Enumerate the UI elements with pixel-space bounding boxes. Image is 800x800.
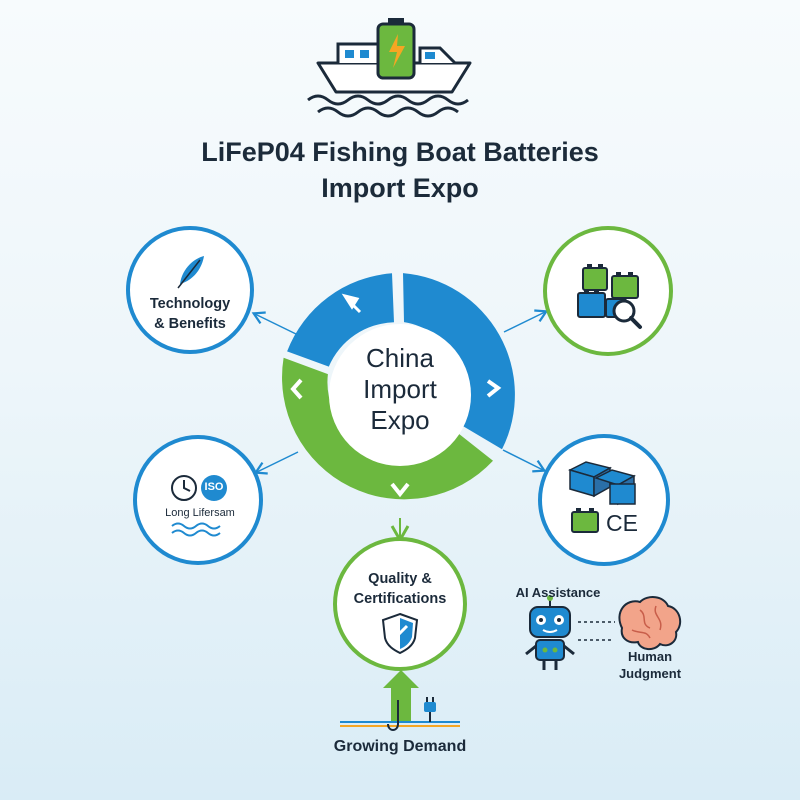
quality-label-line: Certifications (353, 591, 447, 607)
ring-arrow-icon (486, 379, 502, 398)
connector-ce (502, 449, 547, 473)
brain-icon (618, 596, 682, 650)
quality-label: Quality & Certifications (340, 569, 460, 609)
center-label-line: Expo (370, 405, 430, 435)
iso-badge-icon (201, 475, 227, 501)
human-judgment-line: Human (627, 649, 673, 664)
connector-lifespan (253, 451, 299, 475)
ai-assistance-label: AI Assistance (515, 585, 601, 600)
battery-inspection-icon (577, 264, 642, 329)
node-ce (538, 434, 670, 566)
lifespan-caption: Long Lifersam (165, 507, 235, 519)
expo-ring (282, 273, 515, 500)
ring-segment-technology (287, 273, 394, 367)
human-judgment-label: Human Judgment (600, 648, 700, 682)
ring-arrow-icon (290, 378, 303, 400)
connector-suppliers (503, 309, 549, 333)
human-judgment-line: Judgment (618, 666, 682, 681)
boat-battery-icon (307, 18, 472, 118)
plug-icon (424, 697, 436, 722)
title-line: Import Expo (321, 173, 479, 203)
ring-arrow-icon (390, 482, 410, 498)
center-label-line: China (366, 343, 434, 373)
growing-demand-icon (340, 670, 460, 731)
node-suppliers (543, 226, 673, 356)
center-label-line: Import (363, 374, 437, 404)
technology-label-line: & Benefits (154, 316, 226, 332)
growing-demand-label: Growing Demand (333, 738, 467, 755)
node-quality (333, 537, 467, 671)
connector-technology (251, 311, 297, 335)
technology-label: Technology & Benefits (128, 294, 252, 334)
node-lifespan (133, 435, 263, 565)
page-title: LiFeP04 Fishing Boat Batteries Import Ex… (100, 134, 700, 206)
quality-label-line: Quality & (368, 571, 432, 587)
ring-arrow-icon (341, 293, 362, 314)
clock-icon (171, 475, 197, 501)
robot-icon (525, 595, 575, 670)
node-technology (126, 226, 254, 354)
technology-label-line: Technology (149, 296, 231, 312)
battery-stack-icon (567, 461, 636, 533)
feather-icon (177, 256, 204, 289)
title-line: LiFeP04 Fishing Boat Batteries (201, 137, 599, 167)
ring-segment-quality (282, 357, 493, 500)
waves-icon (171, 522, 221, 537)
iso-badge-text: ISO (204, 481, 224, 493)
center-label: China Import Expo (330, 343, 470, 436)
shield-icon (381, 612, 419, 655)
ce-mark: CE (606, 510, 638, 536)
ring-center (329, 324, 471, 466)
